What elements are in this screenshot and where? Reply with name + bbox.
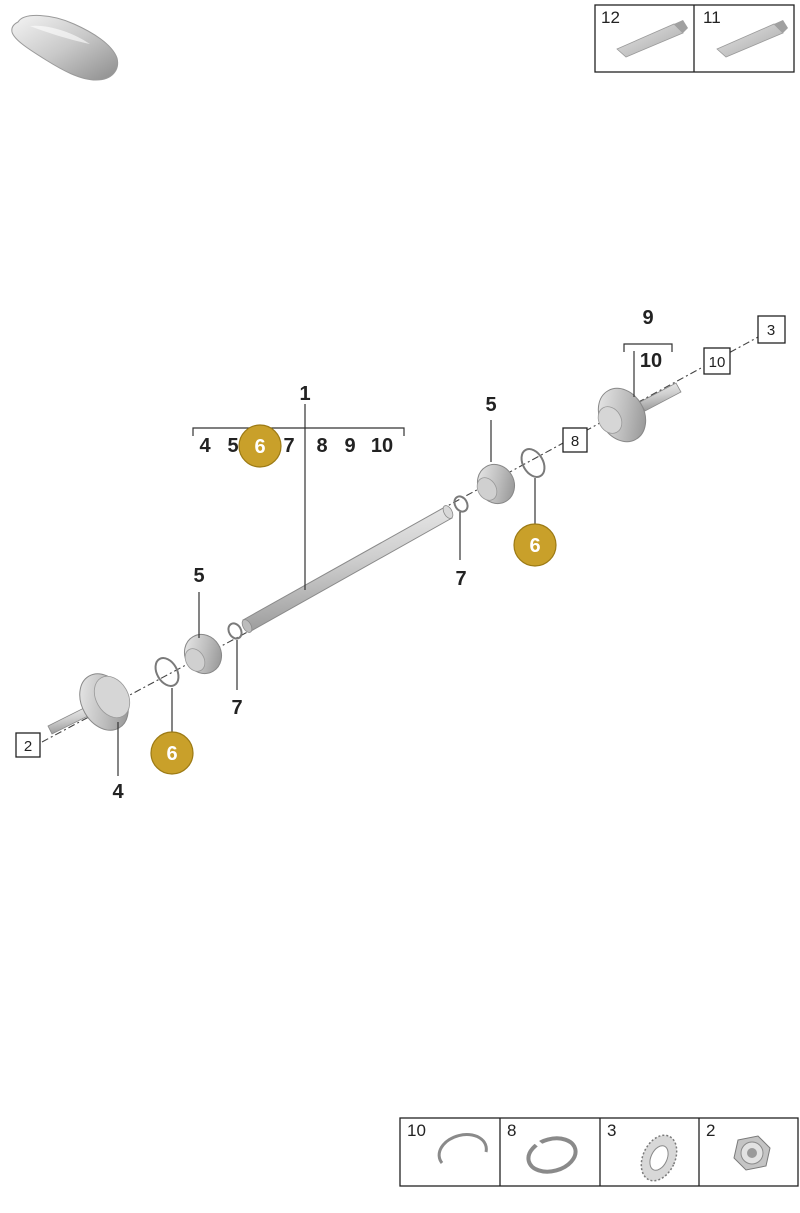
- svg-text:8: 8: [571, 433, 579, 450]
- group-item: 8: [316, 435, 327, 457]
- callout-part7-right: 7: [455, 568, 466, 590]
- boxed-ref-right-end: 3: [757, 315, 786, 344]
- snap-ring-left: [227, 622, 243, 640]
- clamp-ring-right: [520, 448, 546, 478]
- bracket-part1: [192, 427, 405, 436]
- boxed-ref-left-end: 2: [15, 732, 41, 758]
- svg-text:3: 3: [767, 322, 775, 339]
- legend-cell-label: 8: [507, 1121, 516, 1140]
- highlight-badge: [150, 731, 194, 775]
- car-silhouette-icon: [11, 15, 119, 81]
- snap-ring-right: [453, 495, 469, 513]
- boxed-ref-right-ring: 10: [703, 347, 731, 375]
- grease-tube-icon: [716, 20, 788, 58]
- callout-part1: 1: [299, 383, 310, 405]
- snap-ring-icon: [437, 1133, 488, 1164]
- svg-text:10: 10: [709, 354, 726, 371]
- boot-left: [183, 633, 223, 675]
- callout-part6-left: 6: [166, 743, 177, 765]
- drive-shaft: [241, 505, 454, 633]
- callout-part9: 9: [642, 307, 653, 329]
- legend-cell-label: 2: [706, 1121, 715, 1140]
- group-item-highlighted: 6: [254, 436, 265, 458]
- svg-text:2: 2: [24, 738, 32, 755]
- lock-washer-icon: [640, 1134, 678, 1182]
- circlip-icon: [526, 1136, 578, 1174]
- callout-part6-right: 6: [529, 535, 540, 557]
- legend-cell-label: 10: [407, 1121, 426, 1140]
- callout-part5-right: 5: [485, 394, 496, 416]
- cv-joint-right: [597, 382, 682, 443]
- top-legend: 12 11: [594, 4, 795, 73]
- callout-part7-left: 7: [231, 697, 242, 719]
- bottom-legend-frame: [399, 1117, 799, 1187]
- group-item: 10: [371, 435, 393, 457]
- boot-right: [476, 463, 516, 505]
- bracket-part9: [623, 343, 673, 352]
- legend-cell-label: 12: [601, 8, 620, 27]
- legend-cell-label: 3: [607, 1121, 616, 1140]
- group-item: 9: [344, 435, 355, 457]
- highlight-badge: [238, 424, 282, 468]
- center-axis-left: [41, 619, 271, 743]
- bottom-legend: 10 8 3 2: [399, 1117, 799, 1187]
- cv-joint-left: [47, 673, 131, 735]
- callout-part5-left: 5: [193, 565, 204, 587]
- callout-part4: 4: [112, 781, 124, 803]
- group-item: 4: [199, 435, 211, 457]
- group-item: 7: [283, 435, 294, 457]
- group-item: 5: [227, 435, 238, 457]
- grease-tube-icon: [616, 20, 688, 58]
- callout-part9-sub: 10: [640, 350, 662, 372]
- boxed-ref-right-clip: 8: [562, 427, 588, 453]
- clamp-ring-left: [154, 657, 180, 687]
- collar-nut-icon: [733, 1135, 771, 1171]
- highlight-badge: [513, 523, 557, 567]
- legend-cell-label: 11: [703, 8, 721, 27]
